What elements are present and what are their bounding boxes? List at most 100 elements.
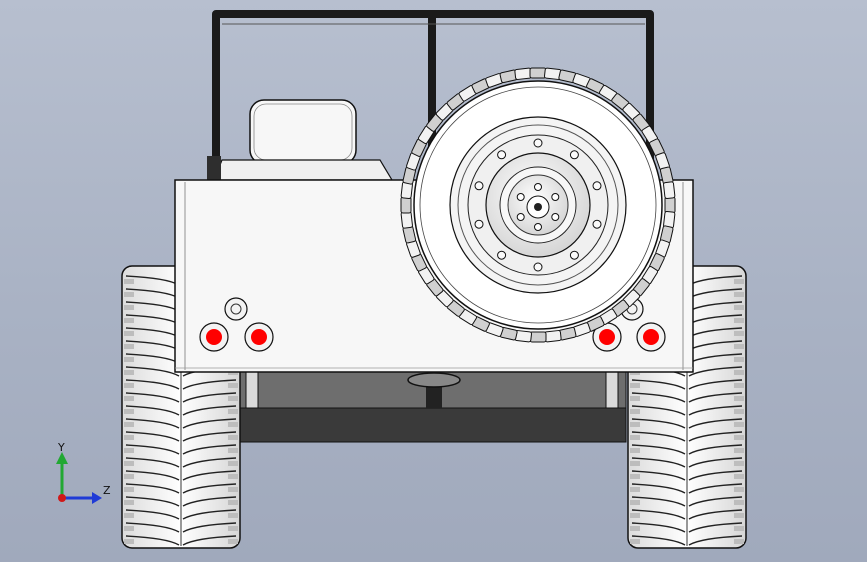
tread-lug xyxy=(182,483,237,494)
tread-block-shadow xyxy=(124,422,134,427)
tread-block-shadow xyxy=(228,383,238,388)
tread-lug xyxy=(182,431,237,442)
tread-block-shadow xyxy=(124,409,134,414)
tread-lug xyxy=(631,522,686,533)
tread-block-shadow xyxy=(734,279,744,284)
tread-lug xyxy=(631,444,686,455)
tread-block-shadow xyxy=(228,513,238,518)
rear-axle xyxy=(239,371,627,443)
tread-block-shadow xyxy=(734,370,744,375)
tread-lug xyxy=(182,379,237,390)
spare-tread-block xyxy=(664,196,676,214)
tread-lug xyxy=(182,470,237,481)
tread-block-shadow xyxy=(630,500,640,505)
tread-block-shadow xyxy=(124,279,134,284)
tread-block-shadow xyxy=(734,513,744,518)
tread-lug xyxy=(125,483,180,494)
tread-lug xyxy=(688,366,743,377)
rim-bolt xyxy=(592,181,602,191)
tread-lug xyxy=(688,431,743,442)
tread-lug xyxy=(182,522,237,533)
tread-block-shadow xyxy=(734,318,744,323)
tread-lug xyxy=(688,483,743,494)
tread-lug xyxy=(688,405,743,416)
tread-lug xyxy=(182,535,237,546)
tread-block-shadow xyxy=(124,448,134,453)
tread-lug xyxy=(631,418,686,429)
tread-block-shadow xyxy=(124,357,134,362)
tread-lug xyxy=(688,496,743,507)
y-axis-arrowhead xyxy=(56,452,68,464)
tread-lug xyxy=(688,457,743,468)
tread-lug xyxy=(631,431,686,442)
tread-lug xyxy=(631,379,686,390)
tread-block-shadow xyxy=(228,396,238,401)
left-tail-lights xyxy=(199,297,274,352)
tread-block-shadow xyxy=(630,409,640,414)
hub-nut xyxy=(516,213,525,221)
tread-lug xyxy=(125,509,180,520)
spare-tread-block xyxy=(529,67,547,79)
z-axis-label: Z xyxy=(103,484,111,497)
triad-origin xyxy=(58,494,66,502)
tread-block-shadow xyxy=(734,500,744,505)
tread-block-shadow xyxy=(734,292,744,297)
tread-block-shadow xyxy=(124,344,134,349)
tread-lug xyxy=(688,379,743,390)
rim-bolt xyxy=(592,219,602,229)
tread-lug xyxy=(125,535,180,546)
tread-lug xyxy=(125,366,180,377)
tread-block-shadow xyxy=(124,487,134,492)
tread-block-shadow xyxy=(734,383,744,388)
tread-block-shadow xyxy=(630,422,640,427)
triad-axes xyxy=(56,452,102,504)
tread-block-shadow xyxy=(228,526,238,531)
tread-lug xyxy=(631,457,686,468)
tread-block-shadow xyxy=(630,448,640,453)
tread-block-shadow xyxy=(734,422,744,427)
tread-block-shadow xyxy=(630,539,640,544)
tread-block-shadow xyxy=(124,474,134,479)
tread-block-shadow xyxy=(734,396,744,401)
tread-block-shadow xyxy=(228,435,238,440)
tread-block-shadow xyxy=(630,487,640,492)
tread-lug xyxy=(688,470,743,481)
tread-lug xyxy=(688,444,743,455)
spare-tread-block xyxy=(529,331,547,343)
tread-block-shadow xyxy=(124,292,134,297)
hub-nut xyxy=(534,183,542,191)
tread-block-shadow xyxy=(630,396,640,401)
tread-block-shadow xyxy=(124,370,134,375)
tread-lug xyxy=(182,496,237,507)
tread-block-shadow xyxy=(630,435,640,440)
seat xyxy=(207,99,394,181)
rim-bolt xyxy=(497,250,507,260)
tread-lug xyxy=(688,392,743,403)
spare-tire[interactable] xyxy=(400,67,676,343)
tread-block-shadow xyxy=(124,305,134,310)
tread-lug xyxy=(125,496,180,507)
tread-block-shadow xyxy=(630,383,640,388)
tread-lug xyxy=(182,457,237,468)
tread-block-shadow xyxy=(124,396,134,401)
tread-lug xyxy=(125,522,180,533)
tread-block-shadow xyxy=(228,500,238,505)
rim-bolt xyxy=(533,138,543,148)
tread-block-shadow xyxy=(734,526,744,531)
tread-lug xyxy=(125,418,180,429)
tread-lug xyxy=(182,444,237,455)
spare-tread-block xyxy=(663,181,676,199)
tread-block-shadow xyxy=(630,461,640,466)
tread-lug xyxy=(125,405,180,416)
rim-bolt xyxy=(474,181,484,191)
spare-tread-block xyxy=(400,196,412,214)
tread-block-shadow xyxy=(228,487,238,492)
tread-block-shadow xyxy=(734,344,744,349)
tread-lug xyxy=(182,509,237,520)
tread-lug xyxy=(688,509,743,520)
rim-bolt xyxy=(569,250,579,260)
tread-block-shadow xyxy=(124,383,134,388)
view-orientation-triad: Y Z xyxy=(48,440,118,510)
